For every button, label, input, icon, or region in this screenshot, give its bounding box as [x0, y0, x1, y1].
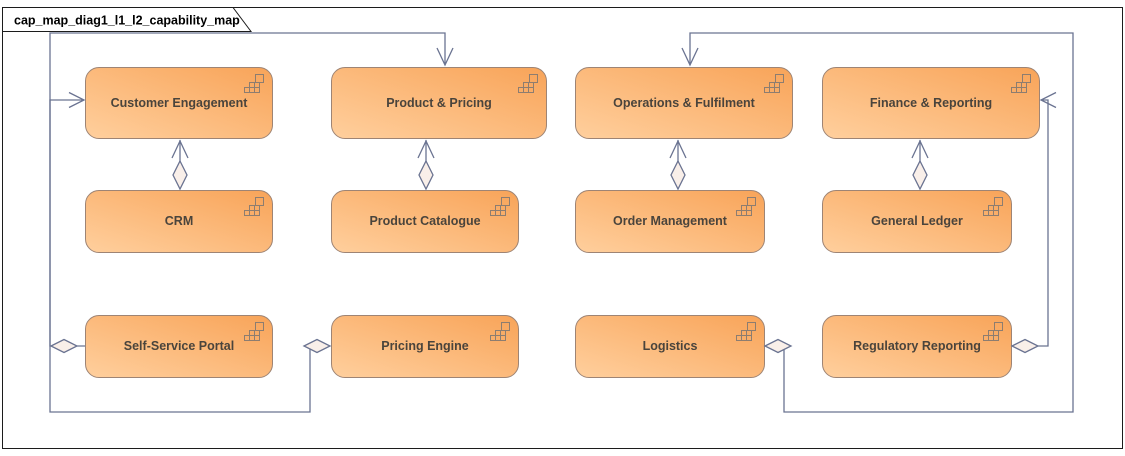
capability-label: Finance & Reporting	[869, 95, 993, 110]
capability-pricing-engine[interactable]: Pricing Engine	[331, 315, 519, 378]
capability-logistics[interactable]: Logistics	[575, 315, 765, 378]
connector-general-ledger-finance-reporting[interactable]	[911, 139, 929, 191]
capability-self-service-portal[interactable]: Self-Service Portal	[85, 315, 273, 378]
connector-crm-customer-engagement[interactable]	[171, 139, 189, 191]
diagram-tab-title: cap_map_diag1_l1_l2_capability_map	[14, 14, 240, 28]
capability-customer-engagement[interactable]: Customer Engagement	[85, 67, 273, 139]
stair-grid-icon	[244, 322, 264, 341]
stair-grid-icon	[518, 74, 538, 93]
stair-grid-icon	[764, 74, 784, 93]
connector-regulatory-reporting-finance-reporting[interactable]	[1010, 91, 1057, 354]
diagram-tab[interactable]: cap_map_diag1_l1_l2_capability_map	[2, 7, 267, 33]
stair-grid-icon	[244, 74, 264, 93]
stair-grid-icon	[983, 322, 1003, 341]
stair-grid-icon	[1011, 74, 1031, 93]
stair-grid-icon	[244, 197, 264, 216]
stair-grid-icon	[736, 322, 756, 341]
capability-label: Pricing Engine	[381, 339, 469, 354]
capability-product-pricing[interactable]: Product & Pricing	[331, 67, 547, 139]
stair-grid-icon	[736, 197, 756, 216]
connector-logistics-operations-fulfilment[interactable]	[681, 32, 1074, 413]
capability-operations-fulfilment[interactable]: Operations & Fulfilment	[575, 67, 793, 139]
capability-regulatory-reporting[interactable]: Regulatory Reporting	[822, 315, 1012, 378]
stair-grid-icon	[490, 322, 510, 341]
diagram-frame	[2, 7, 1123, 449]
capability-label: Self-Service Portal	[123, 339, 235, 354]
capability-label: Product Catalogue	[369, 214, 481, 229]
capability-order-management[interactable]: Order Management	[575, 190, 765, 253]
capability-label: Customer Engagement	[110, 95, 248, 110]
stair-grid-icon	[983, 197, 1003, 216]
diagram-tab-shape	[2, 7, 252, 32]
capability-product-catalogue[interactable]: Product Catalogue	[331, 190, 519, 253]
capability-label: Product & Pricing	[386, 95, 492, 110]
connector-product-catalogue-product-pricing[interactable]	[417, 139, 435, 191]
capability-label: Logistics	[642, 339, 698, 354]
connector-order-management-operations-fulfilment[interactable]	[669, 139, 687, 191]
capability-label: Regulatory Reporting	[853, 339, 981, 354]
capability-label: Operations & Fulfilment	[613, 95, 755, 110]
connector-pricing-engine-product-pricing[interactable]	[49, 32, 454, 413]
capability-general-ledger[interactable]: General Ledger	[822, 190, 1012, 253]
capability-label: CRM	[164, 214, 194, 229]
capability-crm[interactable]: CRM	[85, 190, 273, 253]
capability-finance-reporting[interactable]: Finance & Reporting	[822, 67, 1040, 139]
capability-label: General Ledger	[871, 214, 963, 229]
stair-grid-icon	[490, 197, 510, 216]
capability-label: Order Management	[613, 214, 727, 229]
